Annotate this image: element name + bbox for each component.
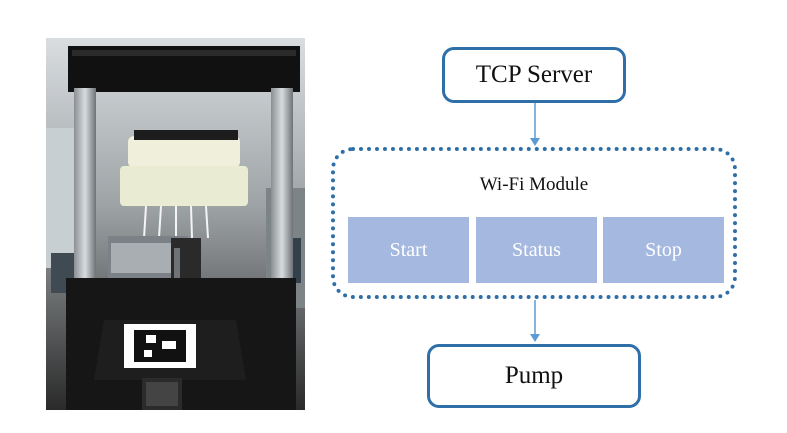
start-command-label: Start xyxy=(389,238,428,261)
pump-box: Pump xyxy=(427,344,641,408)
stop-command-label: Stop xyxy=(645,238,682,261)
arrowhead-server-to-module xyxy=(530,138,540,146)
stop-command-box: Stop xyxy=(603,217,724,283)
pump-label: Pump xyxy=(504,362,564,389)
hardware-photo xyxy=(46,38,305,410)
wifi-module-container: Wi-Fi Module Start Status Stop xyxy=(331,147,737,299)
start-command-box: Start xyxy=(348,217,469,283)
tcp-server-label: TCP Server xyxy=(475,61,593,88)
status-command-box: Status xyxy=(476,217,597,283)
arrowhead-module-to-pump xyxy=(530,334,540,342)
status-command-label: Status xyxy=(512,238,561,261)
tcp-server-box: TCP Server xyxy=(442,47,626,103)
wifi-module-title: Wi-Fi Module xyxy=(479,174,589,195)
